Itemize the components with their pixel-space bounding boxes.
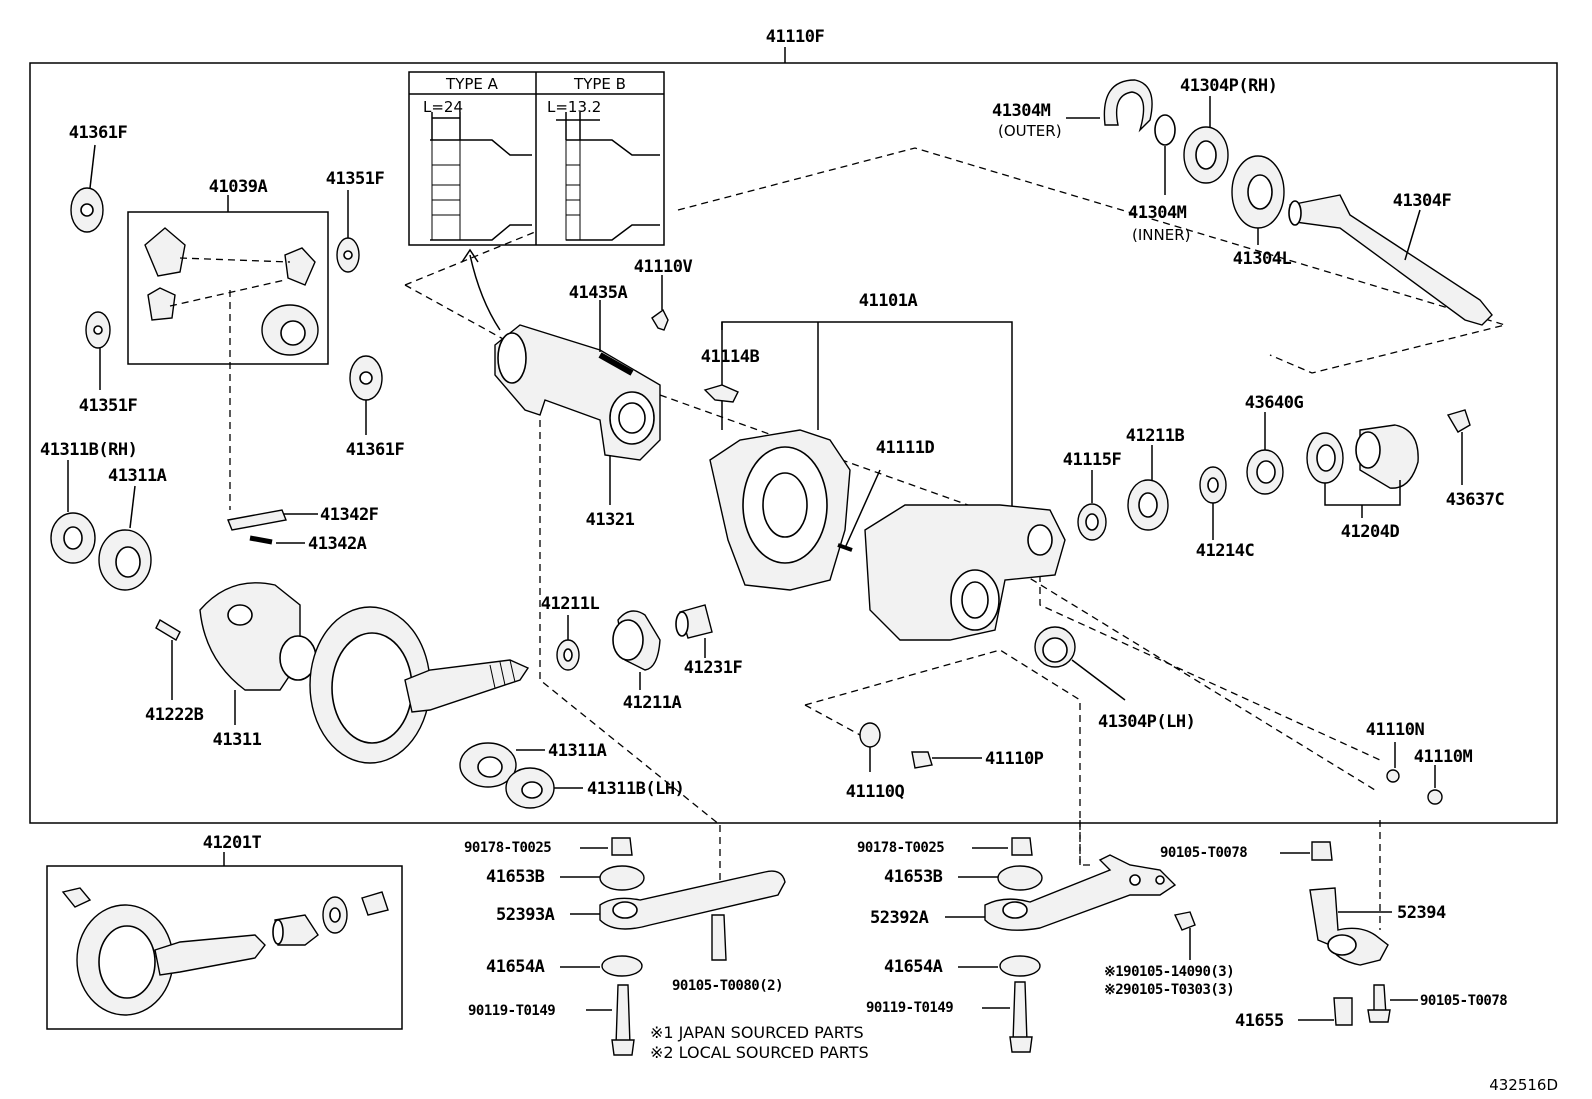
label-41110N: 41110N: [1366, 720, 1425, 740]
ring-pinion-kit-box: 41201T: [46, 833, 403, 1030]
label-41114B: 41114B: [701, 347, 760, 367]
label-41321: 41321: [586, 510, 635, 530]
label-41351F-bottom: 41351F: [79, 396, 138, 416]
carrier-housing: 41101A 41114B 41111D: [701, 291, 1066, 641]
label-outer-note: (OUTER): [998, 122, 1062, 140]
label-41211L: 41211L: [541, 594, 600, 614]
label-41101A: 41101A: [859, 291, 918, 311]
label-41211B: 41211B: [1126, 426, 1185, 446]
label-52393A: 52393A: [496, 905, 555, 925]
axle-shaft-parts: 41304M (OUTER) 41304M (INNER) 41304P(RH)…: [992, 76, 1493, 326]
label-90105-T0078-top: 90105-T0078: [1160, 845, 1247, 861]
label-90178-T0025-2: 90178-T0025: [857, 840, 944, 856]
label-41654A-1: 41654A: [486, 957, 545, 977]
diff-pinion-box: 41039A: [127, 177, 329, 510]
label-41653B-1: 41653B: [486, 867, 545, 887]
label-90119-T0149-1: 90119-T0149: [468, 1003, 555, 1019]
type-a-length: L=24: [423, 98, 463, 116]
label-41211A: 41211A: [623, 693, 682, 713]
type-comparison-box: TYPE A TYPE B L=24 L=13.2: [408, 71, 665, 331]
label-41311: 41311: [213, 730, 262, 750]
label-41222B: 41222B: [145, 705, 204, 725]
label-41342F: 41342F: [320, 505, 379, 525]
label-52392A: 52392A: [870, 908, 929, 928]
assembly-frame: 41110F: [29, 27, 1558, 824]
note-japan-sourced: ※1 JAPAN SOURCED PARTS: [650, 1023, 864, 1042]
label-41111D: 41111D: [876, 438, 935, 458]
label-41304M-outer: 41304M: [992, 101, 1051, 121]
mount-52392A-group: 90178-T0025 41653B 52392A ※190105-14090(…: [857, 837, 1235, 1053]
label-41231F: 41231F: [684, 658, 743, 678]
link-52394-group: 90105-T0078 52394 41655 90105-T0078: [1160, 841, 1508, 1031]
label-41655: 41655: [1235, 1011, 1284, 1031]
label-41304L: 41304L: [1233, 249, 1292, 269]
label-41654A-2: 41654A: [884, 957, 943, 977]
label-inner-note: (INNER): [1132, 226, 1190, 244]
label-41110P: 41110P: [985, 749, 1044, 769]
label-41304M-inner: 41304M: [1128, 203, 1187, 223]
type-b-length: L=13.2: [547, 98, 601, 116]
label-41110M: 41110M: [1414, 747, 1473, 767]
label-41304F: 41304F: [1393, 191, 1452, 211]
label-41653B-2: 41653B: [884, 867, 943, 887]
note-local-sourced: ※2 LOCAL SOURCED PARTS: [650, 1043, 869, 1062]
label-41110Q: 41110Q: [846, 782, 905, 802]
label-41311A-bottom: 41311A: [548, 741, 607, 761]
label-52394: 52394: [1397, 903, 1446, 923]
label-41214C: 41214C: [1196, 541, 1254, 561]
label-41204D: 41204D: [1341, 522, 1400, 542]
label-41361F-top: 41361F: [69, 123, 128, 143]
label-41311A-top: 41311A: [108, 466, 167, 486]
type-b-label: TYPE B: [573, 75, 626, 93]
label-41110V: 41110V: [634, 257, 693, 277]
notes: ※1 JAPAN SOURCED PARTS ※2 LOCAL SOURCED …: [650, 1023, 1558, 1094]
label-41435A: 41435A: [569, 283, 628, 303]
label-90105-T0080: 90105-T0080(2): [672, 978, 783, 994]
label-41311B-RH: 41311B(RH): [40, 440, 137, 460]
label-41351F-top: 41351F: [326, 169, 385, 189]
label-90105-T0303: ※290105-T0303(3): [1104, 982, 1234, 998]
label-90105-14090: ※190105-14090(3): [1104, 964, 1234, 980]
label-43637C: 43637C: [1446, 490, 1504, 510]
label-41115F: 41115F: [1063, 450, 1122, 470]
label-41201T: 41201T: [203, 833, 262, 853]
diagram-id: 432516D: [1489, 1076, 1558, 1094]
type-a-label: TYPE A: [445, 75, 499, 93]
label-41361F-bottom: 41361F: [346, 440, 405, 460]
label-41039A: 41039A: [209, 177, 268, 197]
label-41304P-LH: 41304P(LH): [1098, 712, 1195, 732]
label-90178-T0025-1: 90178-T0025: [464, 840, 551, 856]
mount-52393A-group: 90178-T0025 41653B 52393A 41654A 90105-T…: [464, 837, 786, 1056]
assembly-label: 41110F: [766, 27, 825, 47]
pinion-bearing-parts: 41211L 41211A 41231F: [541, 594, 743, 713]
extension-housing: 41435A 41110V 41321: [494, 257, 693, 530]
label-43640G: 43640G: [1245, 393, 1304, 413]
label-41304P-RH: 41304P(RH): [1180, 76, 1277, 96]
label-90119-T0149-2: 90119-T0149: [866, 1000, 953, 1016]
left-small-parts: 41361F 41351F 41351F 41361F 41311B(RH) 4…: [40, 123, 685, 809]
label-90105-T0078-bottom: 90105-T0078: [1420, 993, 1507, 1009]
label-41342A: 41342A: [308, 534, 367, 554]
pinion-side-parts: 41115F 41211B 41214C 43640G 41204D 43637…: [846, 393, 1505, 805]
label-41311B-LH: 41311B(LH): [587, 779, 684, 799]
